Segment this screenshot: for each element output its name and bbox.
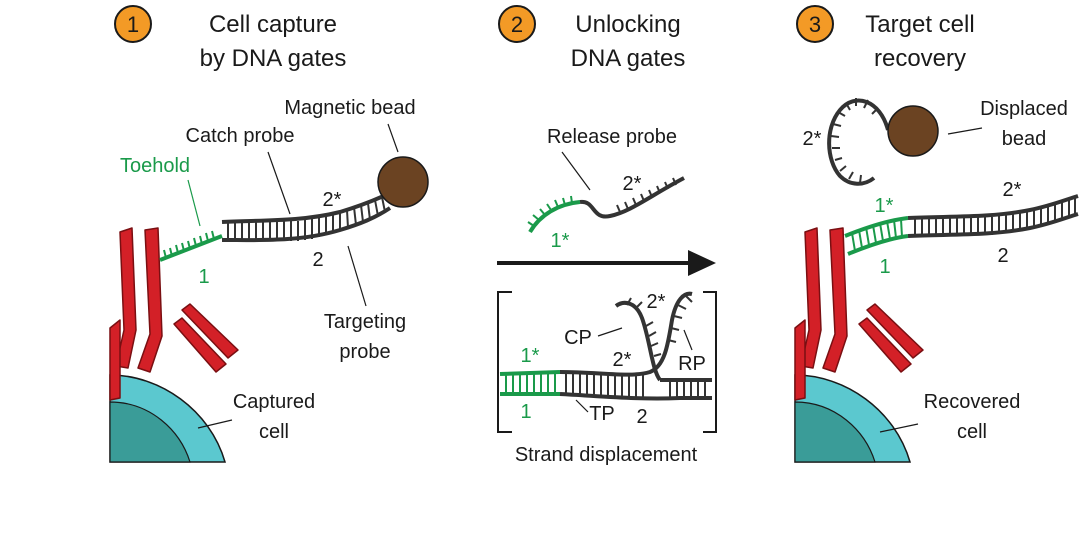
recovered-cell-leader [879, 423, 919, 433]
magnetic-bead-leader [387, 123, 399, 153]
targeting-probe-label-line-2: probe [339, 341, 390, 363]
tp-strand [559, 392, 712, 401]
toehold-1star-label-2: 1* [521, 345, 540, 367]
toehold-1-label-2: 1 [520, 401, 531, 423]
recovered-cell-label-line-1: Recovered [924, 391, 1021, 413]
toehold-duplex-rungs [505, 372, 556, 394]
tp-label: TP [589, 403, 615, 425]
displaced-bead-label-line-1: Displaced [980, 98, 1068, 120]
recovered-cell-nucleus [794, 401, 876, 463]
captured-cell-label-line-2: cell [259, 421, 289, 443]
panel-2-title-line-2: DNA gates [571, 45, 686, 72]
duplex-rungs-1 [227, 196, 386, 241]
recovered-duplex-top [907, 194, 1079, 220]
magnetic-bead [377, 156, 429, 208]
release-probe-2star-label: 2* [623, 173, 642, 195]
release-probe-teeth [616, 177, 677, 213]
cp-label: CP [564, 327, 592, 349]
cp-2star-top-label: 2* [647, 291, 666, 313]
recovered-1-label: 1 [879, 256, 890, 278]
recovered-cell-label-line-2: cell [957, 421, 987, 443]
recovered-duplex-rungs [914, 197, 1076, 236]
step-2-number: 2 [511, 12, 523, 37]
domain-2star-label-1: 2* [323, 189, 342, 211]
recovered-toehold-bottom [847, 234, 909, 256]
toehold-duplex-top [499, 370, 561, 376]
displaced-bead-2star-label: 2* [803, 128, 822, 150]
domain-2-label-1: 2 [312, 249, 323, 271]
recovered-1star-label: 1* [875, 195, 894, 217]
catch-probe-label: Catch probe [186, 125, 295, 147]
panel-2: 2 Unlocking DNA gates Release probe 2* 1… [497, 5, 717, 466]
antibody-3 [794, 227, 924, 401]
panel-2-title-line-1: Unlocking [575, 11, 680, 38]
strand-displacement-rungs [565, 295, 706, 398]
step-1-number: 1 [127, 12, 139, 37]
panel-1: 1 Cell capture by DNA gates [109, 5, 429, 463]
process-arrow-head [688, 250, 716, 276]
release-probe-leader [561, 151, 591, 191]
panel-3: 3 Target cell recovery 2* Displaced bead [794, 5, 1079, 463]
domain-1-label-1: 1 [198, 266, 209, 288]
recovered-toehold-rungs [851, 218, 903, 252]
cp-2star-mid-label: 2* [613, 349, 632, 371]
rp-label: RP [678, 353, 706, 375]
toehold-label: Toehold [120, 155, 190, 177]
catch-probe-strand-1 [221, 192, 389, 224]
tp-leader [575, 399, 589, 413]
targeting-probe-strand-1 [221, 206, 392, 243]
toehold-strand-1 [159, 234, 223, 262]
panel-1-title-line-1: Cell capture [209, 11, 337, 38]
release-probe-label: Release probe [547, 126, 677, 148]
recovered-2star-label: 2* [1003, 179, 1022, 201]
recovered-2-label: 2 [997, 245, 1008, 267]
displaced-catch-probe-teeth [830, 98, 879, 184]
magnetic-bead-label: Magnetic bead [284, 97, 415, 119]
captured-cell-nucleus [109, 401, 191, 463]
panel-1-title-line-2: by DNA gates [200, 45, 347, 72]
cp-leader [597, 327, 623, 337]
release-probe-toehold-teeth [527, 195, 573, 227]
antibody-1 [109, 227, 239, 401]
toehold-leader [187, 179, 201, 227]
tp-2-label: 2 [636, 406, 647, 428]
displaced-bead-leader [947, 127, 983, 135]
recovered-toehold-top [844, 216, 909, 238]
step-1-badge [114, 5, 152, 43]
strand-displacement-label: Strand displacement [515, 444, 698, 466]
targeting-probe-leader [347, 245, 367, 307]
release-probe-toehold [528, 200, 581, 234]
step-3-number: 3 [809, 12, 821, 37]
right-bracket [703, 291, 717, 433]
rp-strand-bound [559, 291, 693, 377]
displaced-bead-label-line-2: bead [1002, 128, 1047, 150]
captured-cell-label-line-1: Captured [233, 391, 315, 413]
release-probe-1star-label: 1* [551, 230, 570, 252]
targeting-probe-label-line-1: Targeting [324, 311, 406, 333]
catch-probe-leader [267, 151, 291, 215]
step-2-badge [498, 5, 536, 43]
toehold-teeth-1 [163, 230, 215, 259]
panel-3-title-line-1: Target cell [865, 11, 974, 38]
rp-leader [683, 329, 693, 351]
panel-3-title-line-2: recovery [874, 45, 966, 72]
left-bracket [497, 291, 512, 433]
cp-strand [614, 300, 712, 382]
step-3-badge [796, 5, 834, 43]
displaced-bead [887, 105, 939, 157]
captured-cell-leader [197, 419, 233, 429]
